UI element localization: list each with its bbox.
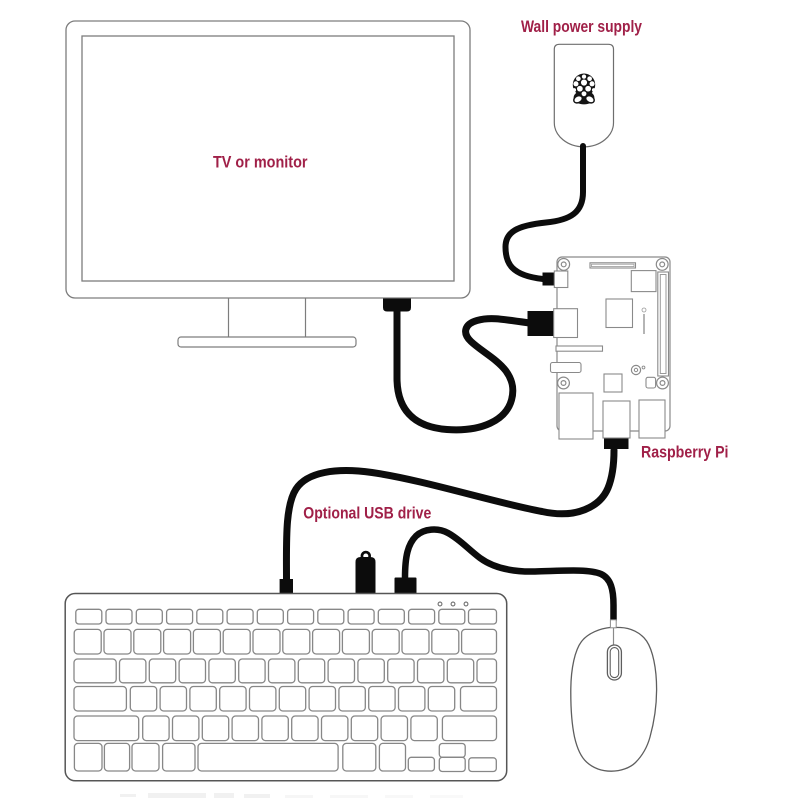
svg-text:Optional USB drive: Optional USB drive — [303, 504, 431, 523]
svg-text:Raspberry Pi: Raspberry Pi — [641, 443, 729, 462]
svg-text:Wall power supply: Wall power supply — [521, 17, 642, 36]
svg-text:TV or monitor: TV or monitor — [213, 152, 308, 171]
